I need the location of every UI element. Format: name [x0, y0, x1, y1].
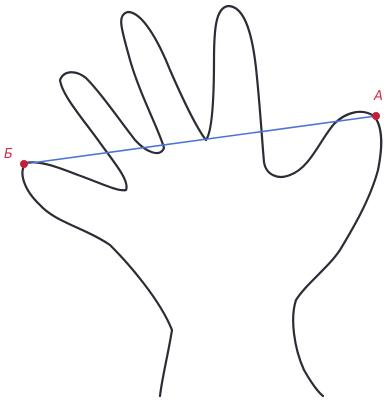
- span-line: [23, 115, 377, 165]
- point-b-label: Б: [4, 147, 13, 162]
- point-b-marker: [20, 160, 28, 168]
- point-a-marker: [372, 112, 380, 120]
- hand-outline: [21, 4, 383, 398]
- point-a-label: А: [373, 89, 383, 104]
